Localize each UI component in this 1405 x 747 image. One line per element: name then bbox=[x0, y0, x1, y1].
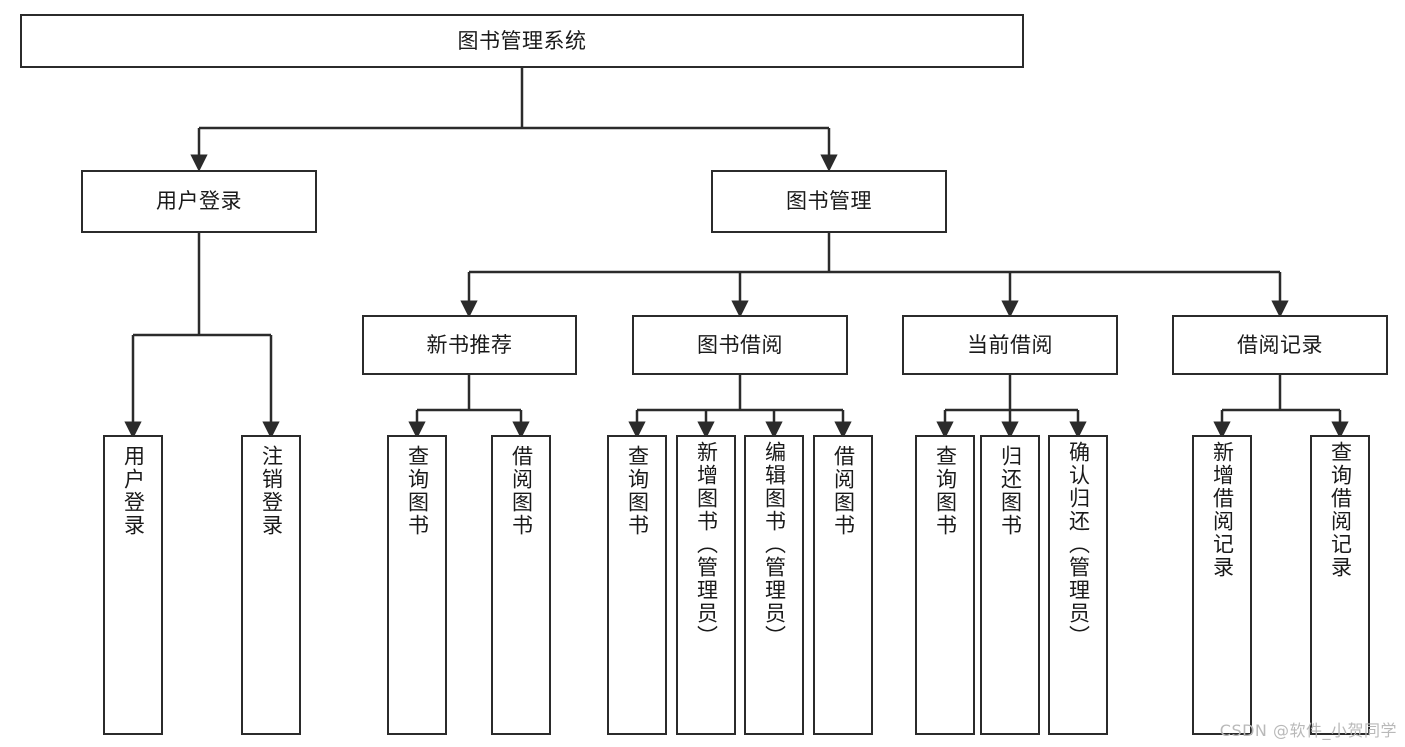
node-label: 编辑图书（管理员） bbox=[762, 441, 787, 648]
leaf-borrow-book[interactable]: 借阅图书 bbox=[813, 435, 873, 735]
node-label: 归还图书 bbox=[998, 445, 1023, 537]
leaf-borrow-book-recommend[interactable]: 借阅图书 bbox=[491, 435, 551, 735]
node-label: 新书推荐 bbox=[426, 332, 513, 357]
node-label: 新增图书（管理员） bbox=[694, 441, 719, 648]
node-label: 图书管理 bbox=[786, 189, 872, 214]
node-label: 图书管理系统 bbox=[457, 28, 587, 53]
leaf-return-book[interactable]: 归还图书 bbox=[980, 435, 1040, 735]
node-label: 借阅图书 bbox=[509, 445, 534, 537]
leaf-query-book-borrow[interactable]: 查询图书 bbox=[607, 435, 667, 735]
leaf-add-book[interactable]: 新增图书（管理员） bbox=[676, 435, 736, 735]
leaf-logout-login[interactable]: 注销登录 bbox=[241, 435, 301, 735]
node-label: 用户登录 bbox=[156, 189, 242, 214]
node-label: 确认归还（管理员） bbox=[1066, 441, 1091, 648]
leaf-confirm-return[interactable]: 确认归还（管理员） bbox=[1048, 435, 1108, 735]
node-current-borrow[interactable]: 当前借阅 bbox=[902, 315, 1118, 375]
node-label: 查询图书 bbox=[405, 445, 430, 537]
node-label: 查询借阅记录 bbox=[1328, 441, 1353, 579]
node-label: 用户登录 bbox=[121, 445, 146, 537]
leaf-add-borrow-record[interactable]: 新增借阅记录 bbox=[1192, 435, 1252, 735]
node-label: 注销登录 bbox=[259, 445, 284, 537]
node-label: 新增借阅记录 bbox=[1210, 441, 1235, 579]
node-label: 借阅记录 bbox=[1237, 332, 1323, 357]
node-root-system[interactable]: 图书管理系统 bbox=[20, 14, 1024, 68]
csdn-watermark: CSDN @软件_小贺同学 bbox=[1219, 721, 1397, 740]
leaf-user-login[interactable]: 用户登录 bbox=[103, 435, 163, 735]
leaf-query-book-recommend[interactable]: 查询图书 bbox=[387, 435, 447, 735]
node-label: 当前借阅 bbox=[967, 332, 1053, 357]
node-new-book-recommend[interactable]: 新书推荐 bbox=[362, 315, 577, 375]
node-book-manage[interactable]: 图书管理 bbox=[711, 170, 947, 233]
node-label: 查询图书 bbox=[625, 445, 650, 537]
node-label: 图书借阅 bbox=[697, 332, 783, 357]
node-label: 借阅图书 bbox=[831, 445, 856, 537]
leaf-edit-book[interactable]: 编辑图书（管理员） bbox=[744, 435, 804, 735]
leaf-query-book-current[interactable]: 查询图书 bbox=[915, 435, 975, 735]
node-user-login[interactable]: 用户登录 bbox=[81, 170, 317, 233]
node-book-borrow[interactable]: 图书借阅 bbox=[632, 315, 848, 375]
node-label: 查询图书 bbox=[933, 445, 958, 537]
node-borrow-record[interactable]: 借阅记录 bbox=[1172, 315, 1388, 375]
leaf-query-borrow-record[interactable]: 查询借阅记录 bbox=[1310, 435, 1370, 735]
